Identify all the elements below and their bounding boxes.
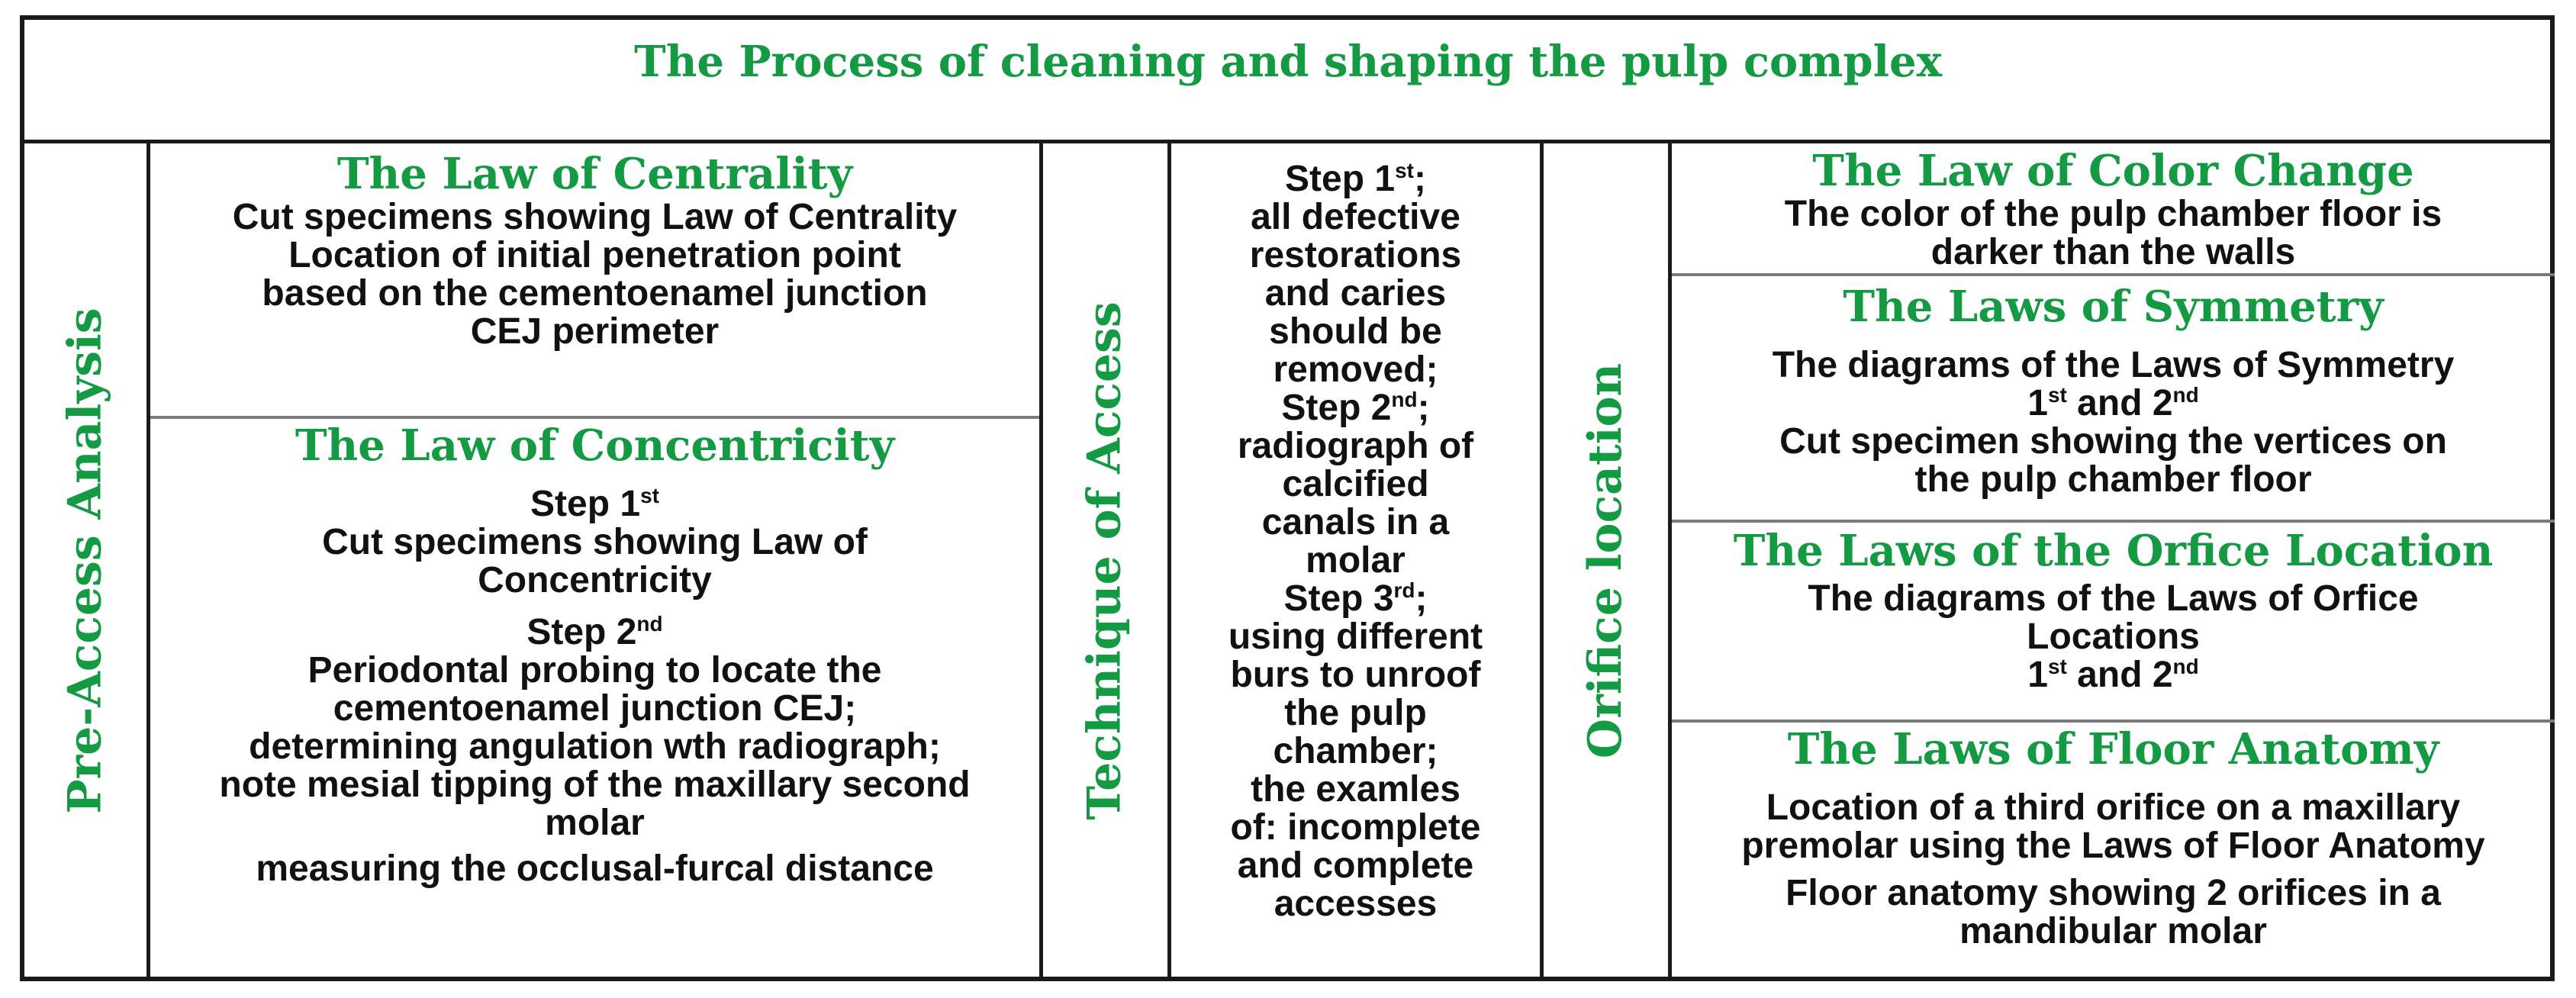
- concentricity-line-7: molar: [545, 803, 645, 843]
- symmetry-line-2: 1st and 2nd: [2027, 383, 2199, 423]
- column-divider-1: [147, 140, 150, 981]
- column-divider-4: [1540, 140, 1544, 981]
- symmetry-line-1: The diagrams of the Laws of Symmetry: [1772, 345, 2455, 385]
- concentricity-line-2: Concentricity: [478, 560, 712, 600]
- floor-anatomy-cell: The Laws of Floor Anatomy Location of a …: [1672, 725, 2555, 951]
- technique-line-4: should be: [1269, 311, 1442, 352]
- floor-anatomy-heading: The Laws of Floor Anatomy: [1787, 724, 2439, 774]
- orifice-location-line-3: 1st and 2nd: [2027, 655, 2199, 695]
- color-change-line-2: darker than the walls: [1930, 232, 2296, 272]
- concentricity-cell: The Law of Concentricity Step 1st Cut sp…: [150, 421, 1039, 888]
- technique-cell: Step 1st; all defective restorations and…: [1171, 160, 1540, 923]
- column-divider-2: [1039, 140, 1043, 981]
- orifice-label: Orifice location: [1579, 362, 1633, 759]
- symmetry-line-3: Cut specimen showing the vertices on: [1779, 421, 2447, 462]
- technique-line-6: radiograph of: [1237, 426, 1474, 466]
- diagram-title: The Process of cleaning and shaping the …: [634, 37, 1942, 87]
- row-divider-orifice-location: [1672, 720, 2555, 723]
- concentricity-line-3: Periodontal probing to locate the: [308, 650, 882, 691]
- technique-line-9: molar: [1306, 540, 1406, 581]
- concentricity-line-6: note mesial tipping of the maxillary sec…: [219, 765, 971, 805]
- floor-anatomy-line-1: Location of a third orifice on a maxilla…: [1766, 787, 2461, 828]
- symmetry-line-4: the pulp chamber floor: [1914, 459, 2312, 500]
- technique-line-3: and caries: [1264, 273, 1447, 314]
- technique-line-10: using different: [1228, 617, 1483, 657]
- column-divider-3: [1167, 140, 1171, 981]
- symmetry-cell: The Laws of Symmetry The diagrams of the…: [1672, 282, 2555, 499]
- orifice-location-cell: The Laws of the Orfice Location The diag…: [1672, 526, 2555, 694]
- title-divider: [20, 140, 2555, 143]
- technique-line-16: and complete: [1237, 845, 1474, 886]
- centrality-line-4: CEJ perimeter: [470, 311, 720, 352]
- centrality-cell: The Law of Centrality Cut specimens show…: [150, 150, 1039, 351]
- orifice-location-heading: The Laws of the Orfice Location: [1733, 526, 2494, 576]
- concentricity-line-4: cementoenamel junction CEJ;: [333, 688, 857, 729]
- technique-line-13: chamber;: [1273, 731, 1438, 771]
- concentricity-line-8: measuring the occlusal-furcal distance: [256, 848, 934, 889]
- color-change-heading: The Law of Color Change: [1812, 146, 2414, 196]
- technique-step-2: Step 2nd;: [1281, 388, 1430, 428]
- concentricity-line-5: determining angulation wth radiograph;: [249, 726, 941, 767]
- technique-line-1: all defective: [1251, 197, 1460, 237]
- concentricity-heading: The Law of Concentricity: [295, 420, 895, 471]
- row-divider-centrality: [150, 416, 1039, 419]
- technique-step-3: Step 3rd;: [1283, 578, 1428, 619]
- floor-anatomy-line-2: premolar using the Laws of Floor Anatomy: [1741, 826, 2485, 866]
- technique-step-1: Step 1st;: [1285, 159, 1426, 199]
- technique-line-8: canals in a: [1261, 502, 1450, 542]
- technique-label: Technique of Access: [1078, 301, 1132, 820]
- orifice-location-line-1: The diagrams of the Laws of Orfice: [1808, 578, 2419, 619]
- centrality-line-2: Location of initial penetration point: [288, 235, 901, 275]
- technique-line-12: the pulp: [1284, 693, 1427, 733]
- color-change-cell: The Law of Color Change The color of the…: [1672, 146, 2555, 272]
- column-divider-5: [1668, 140, 1672, 981]
- color-change-line-1: The color of the pulp chamber floor is: [1784, 194, 2442, 234]
- pre-access-label: Pre-Access Analysis: [59, 307, 113, 814]
- floor-anatomy-line-4: mandibular molar: [1959, 911, 2267, 951]
- centrality-heading: The Law of Centrality: [336, 149, 853, 199]
- technique-line-14: the examles: [1251, 769, 1460, 810]
- technique-line-11: burs to unroof: [1230, 655, 1481, 695]
- technique-line-17: accesses: [1274, 884, 1438, 924]
- concentricity-step-1: Step 1st: [530, 484, 659, 524]
- concentricity-step-2: Step 2nd: [526, 612, 663, 652]
- row-divider-symmetry: [1672, 520, 2555, 523]
- diagram-frame: [20, 15, 2555, 981]
- technique-line-15: of: incomplete: [1230, 807, 1481, 848]
- floor-anatomy-line-3: Floor anatomy showing 2 orifices in a: [1785, 873, 2441, 913]
- technique-line-7: calcified: [1282, 464, 1429, 504]
- centrality-line-3: based on the cementoenamel junction: [262, 273, 928, 314]
- technique-line-5: removed;: [1273, 349, 1438, 390]
- symmetry-heading: The Laws of Symmetry: [1843, 282, 2384, 332]
- row-divider-color-change: [1672, 273, 2555, 276]
- technique-line-2: restorations: [1249, 235, 1462, 275]
- concentricity-line-1: Cut specimens showing Law of: [322, 522, 868, 562]
- centrality-line-1: Cut specimens showing Law of Centrality: [232, 197, 958, 237]
- orifice-location-line-2: Locations: [2027, 617, 2200, 657]
